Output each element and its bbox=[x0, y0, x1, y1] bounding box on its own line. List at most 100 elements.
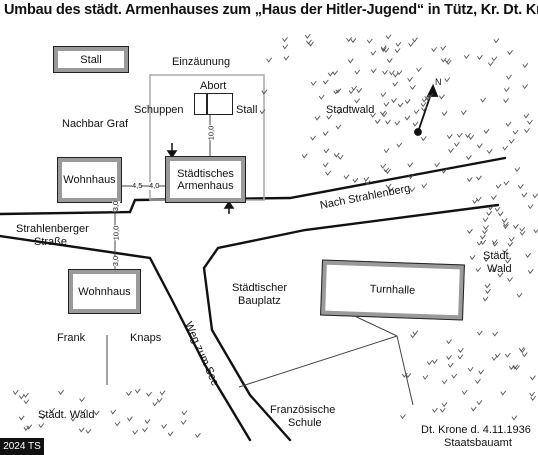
tree-symbol-icon bbox=[394, 120, 401, 126]
tree-symbol-icon bbox=[467, 228, 473, 234]
tree-symbol-icon bbox=[521, 352, 528, 358]
tree-symbol-icon bbox=[370, 68, 377, 74]
label-knaps: Knaps bbox=[130, 332, 162, 344]
tree-symbol-icon bbox=[167, 431, 174, 437]
tree-symbol-icon bbox=[306, 39, 312, 45]
tree-symbol-icon bbox=[507, 50, 513, 56]
tree-symbol-icon bbox=[380, 163, 387, 169]
tree-symbol-icon bbox=[476, 143, 483, 149]
label-bauplatz-2: Bauplatz bbox=[238, 295, 281, 307]
tree-symbol-icon bbox=[477, 54, 483, 60]
tree-symbol-icon bbox=[336, 109, 343, 115]
tree-symbol-icon bbox=[494, 206, 501, 212]
arrow-icon bbox=[166, 143, 235, 214]
tree-symbol-icon bbox=[518, 346, 525, 352]
tree-symbol-icon bbox=[482, 217, 489, 223]
label-strahlenberger-line2: Straße bbox=[34, 236, 68, 248]
tree-symbol-icon bbox=[458, 347, 464, 353]
tree-symbol-icon bbox=[507, 277, 513, 283]
tree-symbol-icon bbox=[351, 85, 358, 91]
tree-symbol-icon bbox=[420, 136, 427, 142]
tree-symbol-icon bbox=[476, 175, 482, 181]
tree-symbol-icon bbox=[266, 57, 273, 63]
tree-symbol-icon bbox=[146, 391, 152, 397]
tree-symbol-icon bbox=[478, 369, 485, 375]
tree-symbol-icon bbox=[521, 192, 528, 198]
tree-symbol-icon bbox=[364, 180, 371, 186]
label-frank: Frank bbox=[57, 332, 86, 344]
tree-symbol-icon bbox=[502, 145, 509, 151]
tree-symbol-icon bbox=[508, 138, 515, 144]
tree-symbol-icon bbox=[506, 74, 512, 80]
label-einzaeunung: Einzäunung bbox=[172, 56, 231, 68]
signature-office: Staatsbauamt bbox=[444, 437, 512, 449]
tree-symbol-icon bbox=[439, 94, 445, 100]
tree-symbol-icon bbox=[441, 111, 448, 117]
tree-symbol-icon bbox=[385, 34, 392, 40]
tree-symbol-icon bbox=[527, 204, 534, 210]
tree-symbol-icon bbox=[457, 354, 464, 360]
dimension-3-0-top: 3,0 bbox=[111, 200, 121, 212]
label-staedt-wald-right-2: Wald bbox=[487, 263, 512, 275]
tree-symbol-icon bbox=[79, 397, 85, 403]
tree-symbol-icon bbox=[395, 41, 402, 47]
tree-symbol-icon bbox=[70, 416, 77, 422]
tree-symbol-icon bbox=[468, 134, 475, 140]
tree-symbol-icon bbox=[127, 416, 133, 422]
tree-symbol-icon bbox=[12, 389, 19, 395]
tree-symbol-icon bbox=[503, 87, 510, 93]
road-edge-east bbox=[202, 203, 500, 442]
tree-symbol-icon bbox=[454, 141, 460, 147]
tree-symbol-icon bbox=[516, 292, 523, 298]
tree-symbol-icon bbox=[310, 80, 317, 86]
building-turnhalle: Turnhalle bbox=[320, 259, 465, 321]
tree-symbol-icon bbox=[505, 258, 511, 264]
tree-symbol-icon bbox=[491, 195, 497, 201]
tree-symbol-icon bbox=[391, 98, 397, 104]
tree-symbol-icon bbox=[501, 218, 508, 224]
tree-symbol-icon bbox=[134, 388, 141, 394]
tree-symbol-icon bbox=[400, 414, 406, 420]
tree-symbol-icon bbox=[335, 88, 342, 94]
tree-symbol-icon bbox=[497, 272, 504, 278]
tree-symbol-icon bbox=[434, 162, 441, 168]
tree-symbol-icon bbox=[475, 196, 482, 202]
tree-symbol-icon bbox=[259, 109, 266, 115]
tree-symbol-icon bbox=[502, 248, 508, 254]
tree-symbol-icon bbox=[444, 77, 451, 83]
label-abort: Abort bbox=[200, 80, 227, 92]
tree-symbol-icon bbox=[126, 391, 132, 397]
tree-symbol-icon bbox=[181, 410, 188, 416]
tree-symbol-icon bbox=[492, 331, 499, 337]
tree-symbol-icon bbox=[308, 41, 314, 47]
tree-symbol-icon bbox=[530, 375, 536, 381]
tree-symbol-icon bbox=[482, 296, 489, 302]
tree-symbol-icon bbox=[475, 378, 481, 384]
dimension-10-0-top: 10,0 bbox=[206, 125, 216, 141]
tree-symbol-icon bbox=[144, 419, 151, 425]
tree-symbol-icon bbox=[513, 223, 519, 229]
tree-symbol-icon bbox=[426, 360, 433, 366]
tree-symbol-icon bbox=[483, 225, 489, 231]
tree-symbol-icon bbox=[352, 177, 359, 183]
tree-symbol-icon bbox=[110, 409, 117, 415]
tree-symbol-icon bbox=[23, 392, 29, 398]
tree-symbol-icon bbox=[461, 389, 468, 395]
tree-symbol-icon bbox=[152, 401, 159, 407]
tree-symbol-icon bbox=[380, 110, 386, 116]
tree-symbol-icon bbox=[382, 69, 388, 75]
tree-symbol-icon bbox=[530, 395, 537, 401]
tree-symbol-icon bbox=[327, 71, 334, 77]
tree-symbol-icon bbox=[503, 98, 509, 104]
tree-symbol-icon bbox=[318, 94, 325, 100]
tree-symbol-icon bbox=[467, 366, 474, 372]
tree-symbol-icon bbox=[480, 97, 487, 103]
tree-symbol-icon bbox=[514, 167, 521, 173]
tree-symbol-icon bbox=[482, 229, 488, 235]
tree-symbol-icon bbox=[335, 124, 342, 130]
tree-symbol-icon bbox=[503, 224, 509, 230]
signature-date: Dt. Krone d. 4.11.1936 bbox=[421, 424, 531, 436]
label-stall-small: Stall bbox=[236, 104, 258, 116]
